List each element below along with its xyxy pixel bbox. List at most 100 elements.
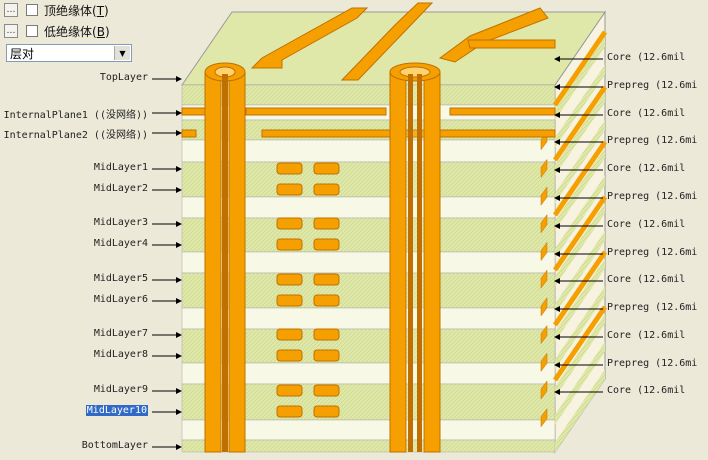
dropdown-arrow-icon[interactable]: ▼ [114,46,130,60]
inner-pad [313,162,340,175]
dielectric-label[interactable]: Core (12.6mil [607,274,686,285]
plane-copper [181,129,197,138]
side-band [555,147,605,231]
copper-sliver [540,241,548,262]
top-insulator-color-button[interactable]: … [4,3,18,17]
inner-pad [313,328,340,341]
copper-sliver [540,158,548,179]
layer-label[interactable]: MidLayer3 [93,217,148,228]
layer-label[interactable]: MidLayer4 [93,238,148,249]
via-inner [417,74,422,452]
dielectric-label[interactable]: Prepreg (12.6mi [607,135,698,146]
arrow-head [176,76,182,82]
plane-copper [245,107,387,116]
side-band [555,203,605,287]
arrow-head [176,332,182,338]
arrow-head [554,306,560,312]
side-plane-edge [552,140,608,217]
dielectric-label[interactable]: Core (12.6mil [607,163,686,174]
side-plane-edge [552,305,608,382]
side-band [555,286,605,370]
top-insulator-row: … 顶绝缘体(T) [4,1,109,19]
side-band [555,314,605,397]
inner-pad [313,183,340,196]
dielectric-label[interactable]: Prepreg (12.6mi [607,80,698,91]
layer-label[interactable]: MidLayer8 [93,349,148,360]
layer-label[interactable]: MidLayer7 [93,328,148,339]
layer-label[interactable]: TopLayer [99,72,148,83]
plane-copper [449,107,556,116]
layer-label[interactable]: MidLayer9 [93,384,148,395]
top-trace [467,39,556,49]
arrow-head [554,112,560,118]
arrow-head [176,130,182,136]
copper-sliver [540,214,548,234]
dielectric-label[interactable]: Prepreg (12.6mi [607,247,698,258]
inner-pad [276,162,303,175]
arrow-head [554,334,560,340]
dielectric-label[interactable]: Core (12.6mil [607,385,686,396]
layer-label[interactable]: MidLayer10 [85,405,148,416]
arrow-head [176,353,182,359]
copper-sliver [540,380,548,400]
inner-pad [276,183,303,196]
inner-pad [276,405,303,418]
layer-label[interactable]: InternalPlane1 ((没网络)) [3,110,148,121]
via-barrel [204,71,222,453]
dielectric-label[interactable]: Prepreg (12.6mi [607,302,698,313]
inner-pad [313,349,340,362]
dielectric-label[interactable]: Core (12.6mil [607,108,686,119]
arrow-head [554,223,560,229]
view-mode-select[interactable]: 层对 ▼ [6,44,132,62]
dielectric-label[interactable]: Prepreg (12.6mi [607,191,698,202]
inner-pad [276,238,303,251]
copper-sliver [540,352,548,373]
layer-label[interactable]: BottomLayer [81,440,148,451]
arrow-head [554,278,560,284]
dielectric-label[interactable]: Prepreg (12.6mi [607,358,698,369]
arrow-head [554,56,560,62]
dielectric-label[interactable]: Core (12.6mil [607,330,686,341]
top-trace [438,7,549,63]
side-band [555,37,605,120]
side-band [555,92,605,176]
copper-sliver [540,269,548,289]
inner-pad [276,384,303,397]
via-barrel [389,71,407,453]
bottom-insulator-row: … 低绝缘体(B) [4,22,110,40]
arrow-head [176,242,182,248]
top-insulator-checkbox[interactable] [26,4,38,16]
via-inner [222,74,227,452]
dielectric-label[interactable]: Core (12.6mil [607,219,686,230]
plane-copper [181,107,207,116]
via-inner [408,74,413,452]
arrow-head [176,166,182,172]
layer-label[interactable]: MidLayer6 [93,294,148,305]
layer-label[interactable]: MidLayer5 [93,273,148,284]
side-band [555,369,605,453]
view-mode-value: 层对 [10,46,35,61]
inner-pad [276,294,303,307]
arrow-head [554,167,560,173]
side-band [555,258,605,342]
inner-pad [313,217,340,230]
layer-label[interactable]: MidLayer1 [93,162,148,173]
copper-sliver [540,186,548,206]
inner-pad [276,217,303,230]
side-band [555,230,605,314]
layer-label[interactable]: InternalPlane2 ((没网络)) [3,130,148,141]
arrow-head [554,84,560,90]
arrow-head [554,139,560,145]
side-plane-edge [552,85,608,162]
via-barrel [228,71,246,453]
top-trace [340,2,434,81]
arrow-head [176,187,182,193]
top-trace [250,7,369,69]
dielectric-label[interactable]: Core (12.6mil [607,52,686,63]
copper-sliver [540,297,548,317]
inner-pad [276,328,303,341]
side-band [555,64,605,148]
bottom-insulator-checkbox[interactable] [26,25,38,37]
bottom-insulator-color-button[interactable]: … [4,24,18,38]
layer-label[interactable]: MidLayer2 [93,183,148,194]
